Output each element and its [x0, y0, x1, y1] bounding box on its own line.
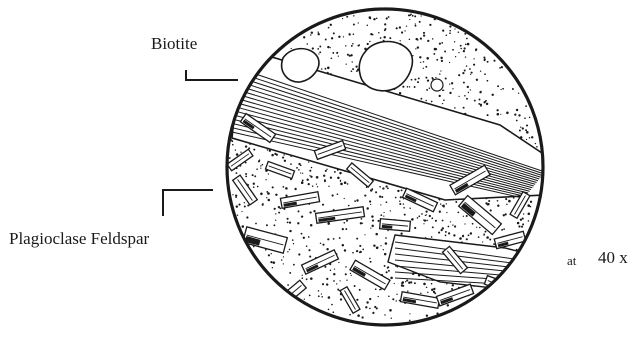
magnification-prefix: at: [567, 254, 576, 267]
biotite-label: Biotite: [151, 35, 197, 52]
biotite-leader-line: [186, 70, 238, 80]
plagioclase-leader-line: [163, 190, 213, 216]
magnification-value: 40 x: [598, 249, 628, 266]
plagioclase-feldspar-label: Plagioclase Feldspar: [9, 230, 149, 247]
